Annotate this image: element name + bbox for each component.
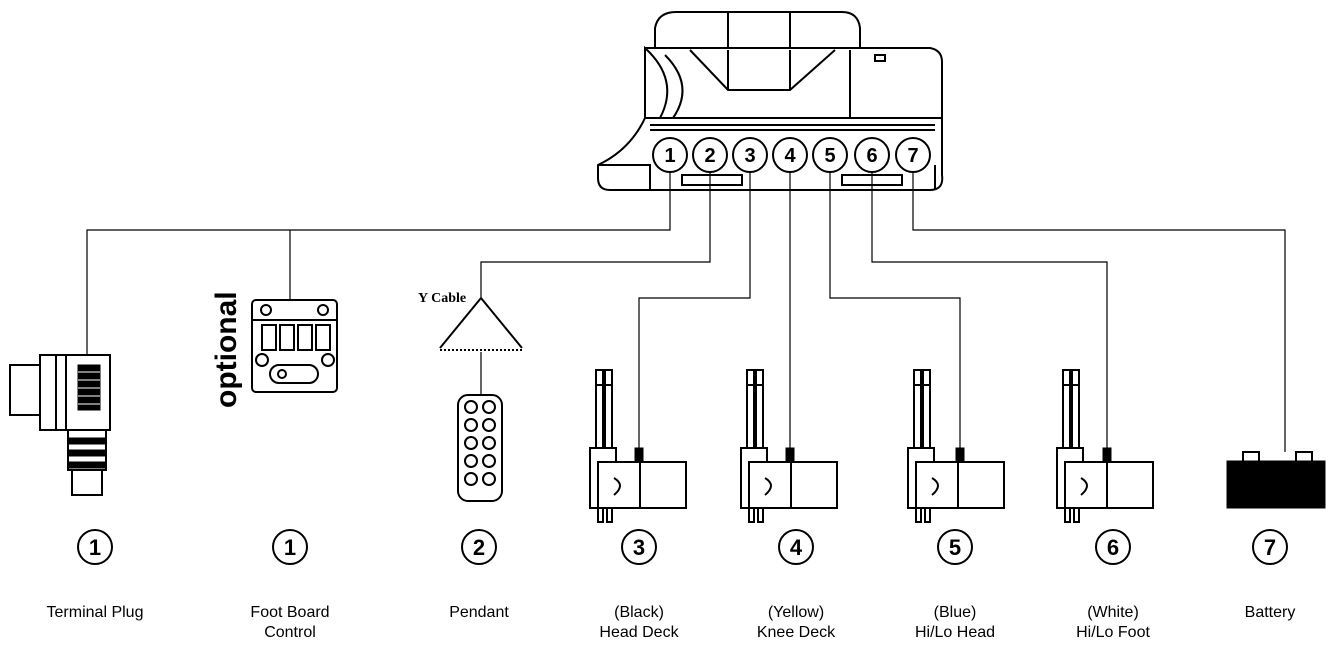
wires: [86, 172, 1286, 452]
svg-text:2: 2: [473, 535, 485, 560]
caption-battery: Battery: [1245, 604, 1296, 621]
wire-port-7: [912, 172, 1286, 452]
wire-port-1: [86, 172, 671, 355]
port-5: 5: [812, 137, 848, 173]
battery-icon: [1226, 451, 1326, 509]
component-number-1-terminal: 1: [77, 529, 113, 565]
svg-text:3: 3: [633, 535, 645, 560]
caption-hi-lo-head-name: Hi/Lo Head: [915, 624, 995, 641]
y-cable-label: Y Cable: [418, 291, 466, 306]
svg-text:7: 7: [1264, 535, 1276, 560]
actuator-knee-deck-icon: [740, 369, 838, 523]
actuator-hi-lo-head-icon: [907, 369, 1005, 523]
caption-hi-lo-foot-color: (White): [1087, 604, 1139, 621]
port-7: 7: [895, 137, 931, 173]
wire-port-5: [829, 172, 961, 448]
caption-head-deck-name: Head Deck: [599, 624, 679, 641]
port-3-label: 3: [744, 145, 755, 167]
control-box: [597, 11, 944, 191]
caption-hi-lo-foot-name: Hi/Lo Foot: [1076, 624, 1150, 641]
caption-foot-board-line2: Control: [264, 624, 316, 641]
svg-text:1: 1: [284, 535, 296, 560]
svg-text:1: 1: [89, 535, 101, 560]
caption-head-deck-color: (Black): [614, 604, 664, 621]
port-4-label: 4: [784, 145, 796, 167]
port-2-label: 2: [704, 145, 715, 167]
component-number-2-pendant: 2: [461, 529, 497, 565]
port-6: 6: [854, 137, 890, 173]
port-5-label: 5: [824, 145, 835, 167]
port-2: 2: [692, 137, 728, 173]
port-4: 4: [772, 137, 808, 173]
actuator-head-deck-icon: [589, 369, 687, 523]
caption-knee-deck-name: Knee Deck: [757, 624, 836, 641]
port-1-label: 1: [664, 145, 675, 167]
port-7-label: 7: [907, 145, 918, 167]
svg-text:5: 5: [949, 535, 961, 560]
svg-text:4: 4: [790, 535, 803, 560]
optional-label: optional: [210, 291, 243, 408]
component-number-5-hi-lo-head: 5: [937, 529, 973, 565]
component-number-3-head-deck: 3: [621, 529, 657, 565]
component-number-1-footboard: 1: [272, 529, 308, 565]
component-number-6-hi-lo-foot: 6: [1095, 529, 1131, 565]
wire-port-3: [638, 172, 751, 448]
caption-knee-deck-color: (Yellow): [768, 604, 824, 621]
caption-terminal-plug: Terminal Plug: [47, 604, 144, 621]
caption-hi-lo-head-color: (Blue): [934, 604, 977, 621]
control-box-ports: 1 2 3 4 5 6 7: [652, 137, 931, 173]
component-number-4-knee-deck: 4: [778, 529, 814, 565]
wire-port-2: [480, 172, 711, 298]
pendant-icon: [457, 394, 503, 502]
caption-foot-board-line1: Foot Board: [250, 604, 329, 621]
port-1: 1: [652, 137, 688, 173]
foot-board-control-icon: [251, 299, 338, 393]
port-6-label: 6: [866, 145, 877, 167]
caption-pendant: Pendant: [449, 604, 509, 621]
port-3: 3: [732, 137, 768, 173]
terminal-plug-icon: [9, 354, 111, 496]
component-number-7-battery: 7: [1252, 529, 1288, 565]
wire-port-6: [871, 172, 1108, 448]
y-cable-icon: [439, 297, 523, 395]
actuator-hi-lo-foot-icon: [1056, 369, 1154, 523]
svg-text:6: 6: [1107, 535, 1119, 560]
